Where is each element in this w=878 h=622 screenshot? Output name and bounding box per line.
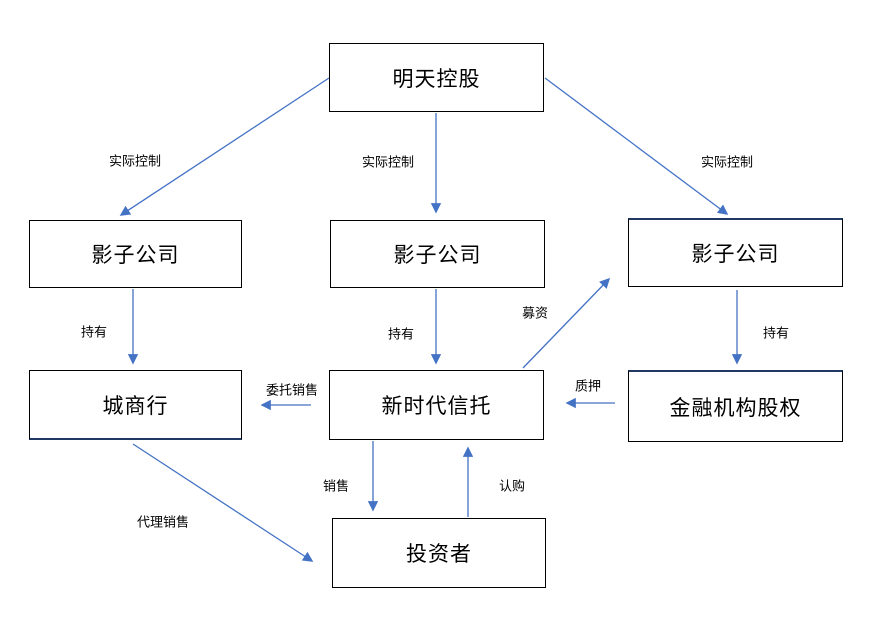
edge-label-actual-control-left: 实际控制: [106, 150, 164, 170]
edge-label-agency-sales: 代理销售: [134, 511, 192, 531]
node-financial-institution-equity: 金融机构股权: [628, 370, 843, 442]
node-city-commercial-bank: 城商行: [29, 370, 242, 440]
edge-label-entrusted-sales: 委托销售: [263, 379, 321, 399]
arrow-control-right: [544, 77, 729, 215]
edge-label-hold-middle: 持有: [385, 323, 417, 343]
edge-label-sell: 销售: [320, 475, 352, 495]
edge-label-pledge: 质押: [572, 375, 604, 395]
arrow-fundraise: [522, 277, 611, 369]
edge-label-hold-right: 持有: [760, 322, 792, 342]
arrow-control-left: [119, 77, 330, 216]
edge-label-fundraise: 募资: [519, 302, 551, 322]
edge-label-actual-control-right: 实际控制: [698, 151, 756, 171]
edge-label-hold-left: 持有: [78, 321, 110, 341]
node-shadow-company-left: 影子公司: [29, 220, 242, 288]
node-shadow-company-middle: 影子公司: [330, 220, 545, 288]
edge-label-actual-control-middle: 实际控制: [359, 151, 417, 171]
edge-label-subscribe: 认购: [496, 475, 528, 495]
node-new-era-trust: 新时代信托: [329, 370, 544, 440]
arrow-agency-sales: [132, 443, 314, 562]
node-shadow-company-right: 影子公司: [628, 218, 843, 287]
node-investors: 投资者: [332, 518, 546, 588]
node-mingtian-holdings: 明天控股: [329, 43, 544, 112]
